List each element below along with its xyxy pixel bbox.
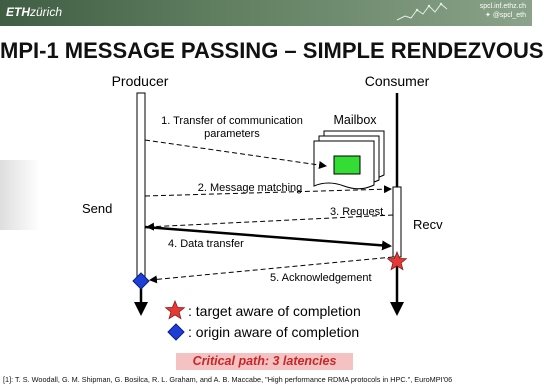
target-star	[386, 250, 408, 271]
mailbox-stack	[313, 130, 385, 190]
step3-arrow	[146, 214, 394, 231]
step3-label: 3. Request	[330, 206, 383, 218]
step5-arrow	[149, 256, 394, 284]
send-label: Send	[82, 201, 112, 216]
lab-url: spcl.inf.ethz.ch	[479, 3, 526, 10]
twitter-handle: ✦ @spcl_eth	[480, 11, 526, 20]
mailbox-label: Mailbox	[333, 113, 377, 127]
logo-zurich: zürich	[30, 5, 63, 19]
producer-activation-bar	[136, 92, 146, 279]
message-envelope	[333, 155, 361, 175]
recv-label: Recv	[413, 217, 443, 232]
critical-path-badge: Critical path: 3 latencies	[176, 353, 353, 370]
blue-diamond-icon	[167, 323, 185, 341]
origin-diamond	[132, 272, 150, 290]
header-bar: ETHzürich spcl.inf.ethz.ch ✦ @spcl_eth	[0, 0, 532, 26]
consumer-activation-bar	[392, 186, 402, 258]
twitter-bird-icon: ✦	[484, 12, 491, 19]
legend-origin-text: : origin aware of completion	[188, 324, 359, 340]
producer-arrowhead	[134, 302, 148, 316]
consumer-arrowhead	[390, 302, 404, 316]
header-doodle-icon	[396, 2, 448, 21]
step4-arrow	[144, 225, 392, 251]
step2-arrow	[144, 185, 392, 197]
logo-eth: ETH	[6, 5, 30, 19]
eth-logo: ETHzürich	[6, 5, 62, 19]
step1-label-line2: parameters	[204, 128, 260, 140]
twitter-text: @spcl_eth	[492, 12, 526, 19]
step1-arrow	[144, 139, 327, 169]
left-shadow	[0, 160, 40, 230]
footer-citation: [1]: T. S. Woodall, G. M. Shipman, G. Bo…	[3, 375, 453, 384]
lab-info: spcl.inf.ethz.ch ✦ @spcl_eth	[480, 2, 526, 20]
producer-label: Producer	[112, 73, 169, 89]
step4-label: 4. Data transfer	[168, 238, 244, 250]
slide-title: MPI-1 MESSAGE PASSING – SIMPLE RENDEZVOU…	[0, 38, 544, 63]
rendezvous-diagram: Producer Consumer Mailbox Send Recv 1. T…	[82, 73, 443, 341]
step1-label-line1: 1. Transfer of communication	[161, 115, 303, 127]
step5-label: 5. Acknowledgement	[270, 272, 372, 284]
step2-label: 2. Message matching	[198, 182, 303, 194]
legend-target-text: : target aware of completion	[188, 303, 361, 319]
red-star-icon	[164, 299, 186, 320]
consumer-label: Consumer	[365, 73, 430, 89]
